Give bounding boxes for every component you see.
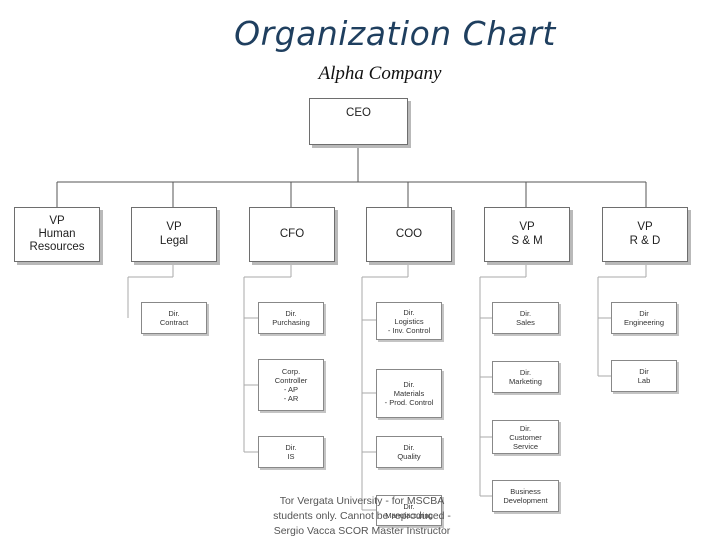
copyright-line-2: students only. Cannot be reproduced - <box>273 510 451 523</box>
dir-contract-box: Dir. Contract <box>141 302 207 334</box>
business-development-box: Business Development <box>492 480 559 512</box>
dir-manufacturing-label: Dir. Manufacturing <box>385 501 433 520</box>
cfo-box: CFO <box>249 207 335 262</box>
dir-purchasing-label: Dir. Purchasing <box>272 309 310 327</box>
dir-materials-box: Dir. Materials - Prod. Control <box>376 369 442 418</box>
vp-legal-label: VP Legal <box>159 221 189 247</box>
vp-sales-marketing-box: VP S & M <box>484 207 570 262</box>
dir-manufacturing-box: Dir. Manufacturing <box>376 495 442 526</box>
dir-logistics-box: Dir. Logistics - Inv. Control <box>376 302 442 340</box>
coo-box: COO <box>366 207 452 262</box>
copyright-notice: Tor Vergata University - for MSCBA stude… <box>262 494 462 540</box>
dir-purchasing-box: Dir. Purchasing <box>258 302 324 334</box>
dir-quality-label: Dir. Quality <box>397 443 421 461</box>
page-subtitle: Alpha Company <box>318 63 442 84</box>
vp-research-development-box: VP R & D <box>602 207 688 262</box>
ceo-box: CEO <box>309 98 408 145</box>
ceo-label: CEO <box>346 107 371 119</box>
dir-sales-label: Dir. Sales <box>516 309 535 327</box>
dir-sales-box: Dir. Sales <box>492 302 559 334</box>
dir-engineering-label: Dir Engineering <box>623 309 665 327</box>
dir-customer-service-label: Dir. Customer Service <box>509 423 542 451</box>
dir-is-box: Dir. IS <box>258 436 324 468</box>
dir-engineering-box: Dir Engineering <box>611 302 677 334</box>
dir-lab-label: Dir Lab <box>637 367 651 385</box>
dir-is-label: Dir. IS <box>285 443 297 461</box>
vp-human-resources-label: VP Human Resources <box>29 214 85 254</box>
vp-human-resources-box: VP Human Resources <box>14 207 100 262</box>
page-title: Organization Chart <box>234 14 556 53</box>
business-development-label: Business Development <box>503 487 548 505</box>
vp-legal-box: VP Legal <box>131 207 217 262</box>
dir-contract-label: Dir. Contract <box>159 309 189 327</box>
dir-quality-box: Dir. Quality <box>376 436 442 468</box>
dir-lab-box: Dir Lab <box>611 360 677 392</box>
vp-sales-marketing-label: VP S & M <box>511 221 543 247</box>
coo-label: COO <box>395 227 423 240</box>
corp-controller-label: Corp. Controller - AP - AR <box>274 367 308 403</box>
corp-controller-box: Corp. Controller - AP - AR <box>258 359 324 411</box>
copyright-line-3: Sergio Vacca SCOR Master Instructor <box>273 525 451 538</box>
cfo-label: CFO <box>279 227 305 240</box>
dir-logistics-label: Dir. Logistics - Inv. Control <box>387 307 431 335</box>
copyright-line-1: Tor Vergata University - for MSCBA <box>279 495 445 507</box>
vp-research-development-label: VP R & D <box>629 221 661 247</box>
dir-materials-label: Dir. Materials - Prod. Control <box>384 380 434 407</box>
dir-marketing-box: Dir. Marketing <box>492 361 559 393</box>
dir-customer-service-box: Dir. Customer Service <box>492 420 559 454</box>
dir-marketing-label: Dir. Marketing <box>509 368 542 386</box>
